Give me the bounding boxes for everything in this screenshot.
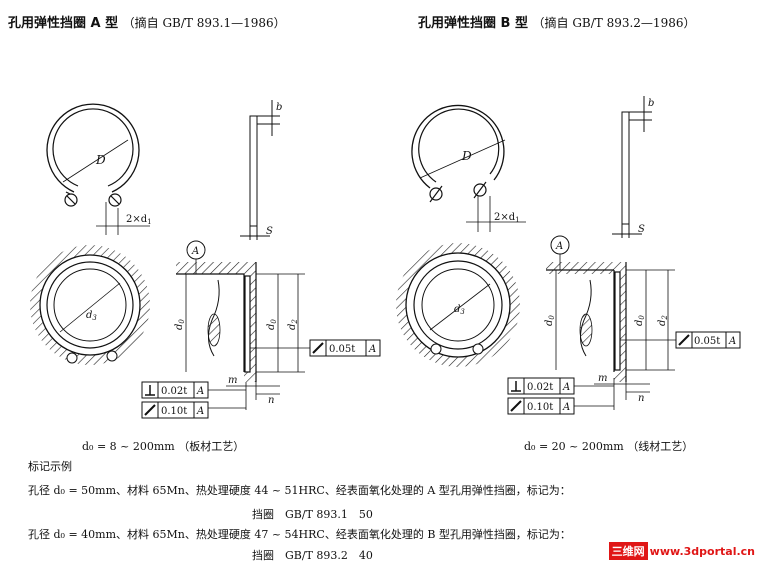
a-installed-view bbox=[30, 245, 150, 365]
watermark: 三维网 www.3dportal.cn bbox=[608, 542, 755, 560]
b-section-view bbox=[546, 235, 676, 410]
a-tol-flatness-frame bbox=[309, 339, 381, 357]
a-ring-side-view bbox=[240, 100, 280, 240]
a-label-2xd1: 2×d1 bbox=[126, 214, 152, 226]
b-tol-flatness: 0.05t bbox=[694, 336, 720, 347]
title-b-main: 孔用弹性挡圈 B 型 bbox=[418, 16, 528, 31]
a-label-d0-left: d0 bbox=[174, 319, 186, 330]
b-label-2xd1: 2×d1 bbox=[494, 212, 520, 224]
a-datum-circle-label: A bbox=[191, 246, 199, 257]
a-label-d0-right: d0 bbox=[266, 319, 278, 330]
b-label-b: b bbox=[648, 98, 654, 109]
a-tol-parallel-datum: A bbox=[196, 406, 204, 417]
a-tol-parallel: 0.10t bbox=[161, 406, 187, 417]
a-tol-perp-frame bbox=[141, 381, 209, 399]
example-line-2: 挡圈 GB/T 893.1 50 bbox=[252, 508, 373, 521]
watermark-left: 三维网 bbox=[608, 542, 648, 560]
a-label-d3: d3 bbox=[86, 310, 97, 322]
a-ring-front-view bbox=[46, 103, 150, 235]
b-caption: d₀ = 20 ~ 200mm （线材工艺） bbox=[524, 440, 694, 453]
a-section-view bbox=[176, 240, 310, 410]
examples-heading: 标记示例 bbox=[28, 460, 72, 473]
example-line-3: 孔径 d₀ = 40mm、材料 65Mn、热处理硬度 47 ~ 54HRC、经表… bbox=[28, 528, 571, 541]
b-label-d2: d2 bbox=[657, 315, 669, 326]
b-tol-perp-datum: A bbox=[562, 382, 570, 393]
a-tol-parallel-frame bbox=[141, 401, 209, 419]
title-a: 孔用弹性挡圈 A 型 （摘自 GB/T 893.1—1986） bbox=[8, 12, 286, 31]
a-label-n: n bbox=[268, 395, 274, 406]
example-line-4: 挡圈 GB/T 893.2 40 bbox=[252, 549, 373, 562]
b-label-m: m bbox=[598, 373, 607, 384]
example-line-1: 孔径 d₀ = 50mm、材料 65Mn、热处理硬度 44 ~ 51HRC、经表… bbox=[28, 484, 571, 497]
b-label-d0-left: d0 bbox=[544, 315, 556, 326]
title-b: 孔用弹性挡圈 B 型 （摘自 GB/T 893.2—1986） bbox=[418, 12, 695, 31]
a-tol-flatness: 0.05t bbox=[329, 344, 355, 355]
b-tol-perp-frame bbox=[507, 377, 575, 395]
b-tol-flatness-datum: A bbox=[728, 336, 736, 347]
b-datum-circle-label: A bbox=[555, 241, 563, 252]
title-b-sub: （摘自 GB/T 893.2—1986） bbox=[532, 16, 696, 30]
a-label-b: b bbox=[276, 102, 282, 113]
b-installed-view bbox=[396, 243, 520, 367]
a-label-D: D bbox=[95, 153, 106, 167]
b-label-n: n bbox=[638, 393, 644, 404]
b-label-d3: d3 bbox=[454, 304, 465, 316]
a-tol-flatness-datum: A bbox=[368, 344, 376, 355]
b-tol-parallel-frame bbox=[507, 397, 575, 415]
watermark-right: www.3dportal.cn bbox=[649, 544, 755, 558]
a-label-d2: d2 bbox=[287, 319, 299, 330]
a-label-S: S bbox=[266, 226, 273, 237]
b-ring-side-view bbox=[612, 96, 652, 238]
b-tol-parallel-datum: A bbox=[562, 402, 570, 413]
a-tol-perp-datum: A bbox=[196, 386, 204, 397]
b-tol-parallel: 0.10t bbox=[527, 402, 553, 413]
b-ring-front-view bbox=[411, 104, 526, 232]
b-label-D: D bbox=[461, 149, 472, 163]
a-label-m: m bbox=[228, 375, 237, 386]
title-a-main: 孔用弹性挡圈 A 型 bbox=[8, 16, 119, 31]
b-label-S: S bbox=[638, 224, 645, 235]
b-label-d0-right: d0 bbox=[634, 315, 646, 326]
b-tol-flatness-frame bbox=[675, 331, 741, 349]
b-tol-perp: 0.02t bbox=[527, 382, 553, 393]
a-caption: d₀ = 8 ~ 200mm （板材工艺） bbox=[82, 440, 245, 453]
title-a-sub: （摘自 GB/T 893.1—1986） bbox=[122, 16, 286, 30]
a-tol-perp: 0.02t bbox=[161, 386, 187, 397]
